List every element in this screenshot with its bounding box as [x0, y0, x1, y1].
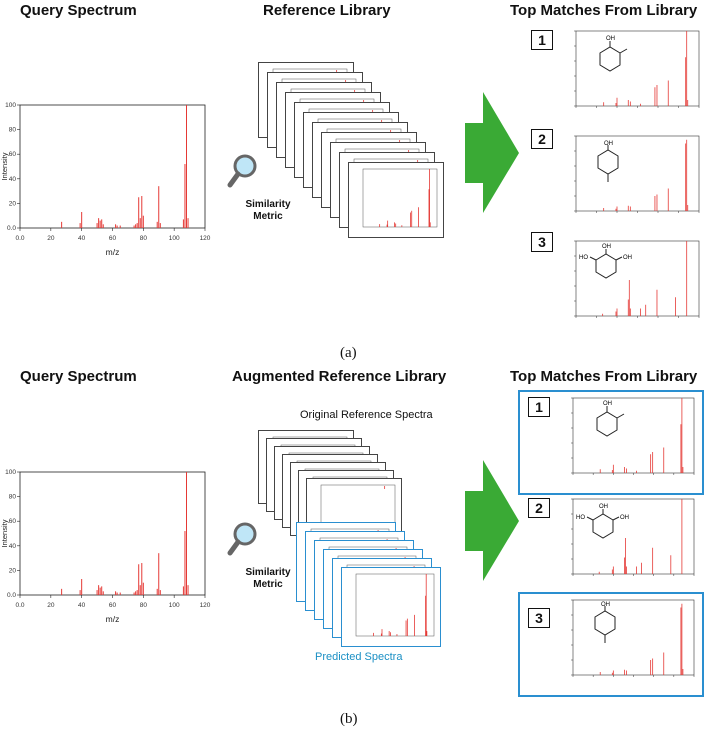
y-tick-label: 80 — [9, 494, 17, 501]
card-plot-frame — [362, 168, 438, 228]
rank-badge-a-1: 1 — [531, 30, 553, 50]
y-axis-label: Intensity — [0, 152, 9, 180]
caption-b: (b) — [340, 711, 358, 727]
hydroxyl-label: OH — [602, 244, 611, 250]
x-tick-label: 20 — [47, 602, 55, 609]
x-tick-label: 100 — [169, 235, 180, 242]
x-tick-label: 40 — [78, 602, 86, 609]
match-spectrum-b-1 — [571, 397, 695, 475]
o-cresol-structure-a: OH — [599, 36, 628, 72]
metric-word-b: Metric — [253, 579, 283, 590]
x-tick-label: 100 — [169, 602, 180, 609]
y-tick-label: 40 — [9, 176, 17, 183]
hydroxyl-label: OH — [601, 602, 610, 608]
predicted-spectrum-card — [341, 567, 441, 647]
magnifier-icon-a — [227, 154, 257, 188]
similarity-word-a: Similarity — [245, 199, 291, 210]
hydroxyl-label: OH — [604, 141, 613, 147]
similarity-word-b: Similarity — [245, 567, 291, 578]
x-tick-label: 60 — [109, 602, 117, 609]
x-tick-label: 20 — [47, 235, 55, 242]
query-spectrum-title-a: Query Spectrum — [20, 2, 137, 19]
y-tick-label: 100 — [5, 102, 16, 109]
y-tick-label: 20 — [9, 200, 17, 207]
match-arrow-b — [465, 460, 519, 581]
query-spectrum-chart-a: 0.0 20 40 60 80 100 120 0.0 20 40 60 80 100 m/z Intens… — [0, 102, 211, 255]
y-tick-label: 20 — [9, 567, 17, 574]
top-matches-title-b: Top Matches From Library — [510, 368, 698, 385]
x-tick-label: 60 — [109, 235, 117, 242]
hydroxyl-label: OH — [599, 504, 608, 510]
x-axis-label: m/z — [106, 247, 120, 255]
match-spectrum-a-1 — [574, 30, 700, 108]
y-tick-label: 100 — [5, 469, 16, 476]
x-tick-label: 0.0 — [15, 602, 24, 609]
similarity-metric-label-b: Similarity Metric — [243, 567, 293, 591]
plot-frame — [19, 471, 206, 596]
x-tick-label: 80 — [140, 235, 148, 242]
hydroxyl-label: OH — [623, 255, 632, 261]
card-plot-frame — [355, 573, 435, 637]
highlight-box-b-3 — [518, 592, 704, 697]
y-tick-label: 60 — [9, 518, 17, 525]
y-tick-label: 40 — [9, 543, 17, 550]
rank-badge-a-3: 3 — [531, 232, 553, 252]
rank-badge-b-3: 3 — [528, 608, 550, 628]
plot-frame — [19, 104, 206, 229]
x-tick-label: 0.0 — [15, 235, 24, 242]
rank-badge-a-2: 2 — [531, 129, 553, 149]
similarity-metric-label-a: Similarity Metric — [243, 199, 293, 223]
pyrogallol-structure-b: HO OH OH — [576, 504, 629, 539]
predicted-spectra-label: Predicted Spectra — [315, 651, 403, 663]
rank-badge-b-1: 1 — [528, 397, 550, 417]
y-tick-label: 80 — [9, 127, 17, 134]
match-spectrum-a-2 — [574, 135, 700, 213]
o-cresol-structure-b: OH — [596, 401, 625, 437]
card-spectrum — [355, 573, 435, 637]
caption-a: (a) — [340, 345, 357, 361]
rank-badge-b-2: 2 — [528, 498, 550, 518]
hydroxyl-label: OH — [603, 401, 612, 407]
y-tick-label: 60 — [9, 151, 17, 158]
hydroxyl-label: OH — [606, 36, 615, 42]
hydroxyl-label: HO — [576, 515, 585, 521]
highlight-box-b-1 — [518, 390, 704, 495]
original-reference-label: Original Reference Spectra — [300, 409, 433, 421]
pyrogallol-structure-a: HO OH OH — [579, 244, 632, 279]
p-cresol-structure-a: OH — [597, 141, 619, 182]
hydroxyl-label: HO — [579, 255, 588, 261]
x-tick-label: 40 — [78, 235, 86, 242]
y-tick-label: 0.0 — [7, 225, 16, 232]
reference-spectrum-card — [348, 162, 444, 238]
p-cresol-structure-b: OH — [594, 602, 616, 643]
match-spectrum-b-2 — [571, 498, 695, 576]
y-axis-label: Intensity — [0, 519, 9, 547]
hydroxyl-label: OH — [620, 515, 629, 521]
query-spectrum-chart-b: 0.0 20 40 60 80 100 120 0.0 20 40 60 80 100 m/z Intens… — [0, 469, 211, 622]
y-tick-label: 0.0 — [7, 592, 16, 599]
x-axis-label: m/z — [106, 614, 120, 622]
match-arrow-a — [465, 92, 519, 213]
match-spectrum-a-3 — [574, 240, 700, 318]
match-spectrum-b-3 — [571, 599, 695, 677]
query-spectrum-title-b: Query Spectrum — [20, 368, 137, 385]
x-tick-label: 120 — [200, 235, 211, 242]
augmented-library-title: Augmented Reference Library — [232, 368, 447, 385]
x-tick-label: 80 — [140, 602, 148, 609]
magnifier-icon-b — [227, 522, 257, 556]
card-spectrum — [362, 168, 438, 228]
top-matches-title-a: Top Matches From Library — [510, 2, 698, 19]
x-tick-label: 120 — [200, 602, 211, 609]
metric-word-a: Metric — [253, 211, 283, 222]
reference-library-title: Reference Library — [263, 2, 391, 19]
